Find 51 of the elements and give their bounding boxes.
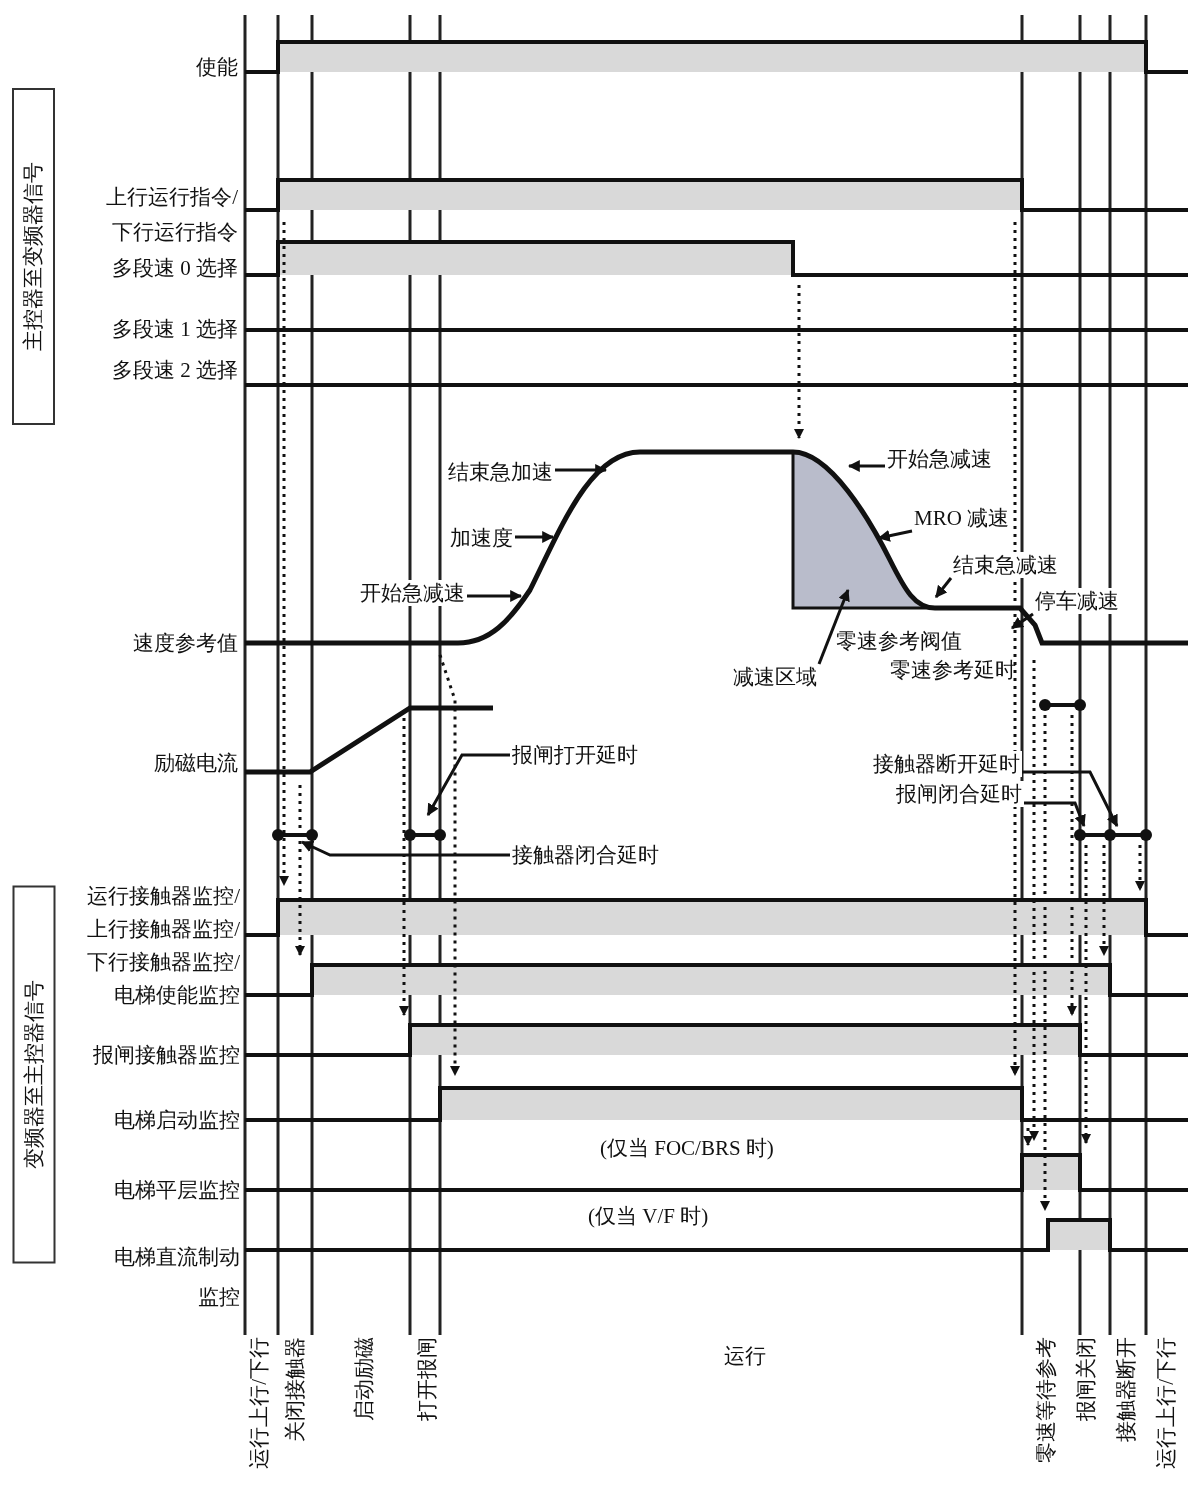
signal-name: 运行接触器监控/上行接触器监控/下行接触器监控/ [86,883,240,976]
signal-name: 多段速 0 选择 [111,255,238,281]
leader-arrow [817,588,850,665]
signal-group-box: 变频器至主控器信号 [12,885,55,1263]
annotation-text: 减速区域 [731,664,819,690]
event-label: 报闸关闭 [1074,1337,1098,1421]
threshold-label: 零速参考阀值 [836,628,962,654]
annotation-text: 停车减速 [1033,588,1121,614]
leader-arrow [847,460,885,472]
annotation-text: 报闸打开延时 [510,742,640,768]
leader-arrow [934,577,953,598]
signal-name: 励磁电流 [153,750,238,776]
leader-arrow [426,753,510,817]
leader-arrow [467,590,523,602]
leader-arrow [515,531,555,543]
signal-group-box: 主控器至变频器信号 [12,88,55,425]
annotation-text: 接触器断开延时 [871,751,1022,777]
leader-arrow [1024,801,1086,828]
condition-note: (仅当 V/F 时) [588,1203,709,1229]
leader-arrow [300,840,510,857]
signal-name: 电梯使能监控 [113,982,240,1008]
leader-arrow [877,529,913,542]
annotation-text: 结束急加速 [446,459,555,485]
event-label: 零速等待参考 [1034,1337,1058,1463]
leader-arrow [1011,612,1034,630]
annotation-text: 开始急减速 [885,446,994,472]
delay-label: 零速参考延时 [890,657,1016,683]
event-label: 打开报闸 [415,1337,439,1421]
annotation-text: 开始急减速 [358,580,467,606]
signal-name: 电梯平层监控 [113,1177,240,1203]
event-label: 运行上行/下行 [247,1337,271,1469]
event-label: 运行上行/下行 [1154,1337,1178,1469]
signal-name: 多段速 2 选择 [111,357,238,383]
event-label: 运行 [724,1343,766,1369]
event-label: 关闭接触器 [283,1337,307,1442]
condition-note: (仅当 FOC/BRS 时) [600,1135,774,1161]
annotation-text: 接触器闭合延时 [510,842,661,868]
annotation-text: 报闸闭合延时 [894,781,1024,807]
signal-name: 电梯启动监控 [113,1107,240,1133]
leader-arrow [1022,770,1119,828]
signal-name: 使能 [195,54,238,80]
event-label: 启动励磁 [352,1337,376,1421]
leader-arrow [555,464,608,476]
signal-name: 报闸接触器监控 [92,1042,240,1068]
annotation-text: 加速度 [448,525,515,551]
signal-name: 上行运行指令/下行运行指令 [105,184,238,246]
event-label: 接触器断开 [1114,1337,1138,1442]
signal-name: 速度参考值 [132,630,238,656]
signal-name: 多段速 1 选择 [111,316,238,342]
signal-name: 电梯直流制动监控 [113,1244,240,1311]
annotation-text: 结束急减速 [951,552,1060,578]
